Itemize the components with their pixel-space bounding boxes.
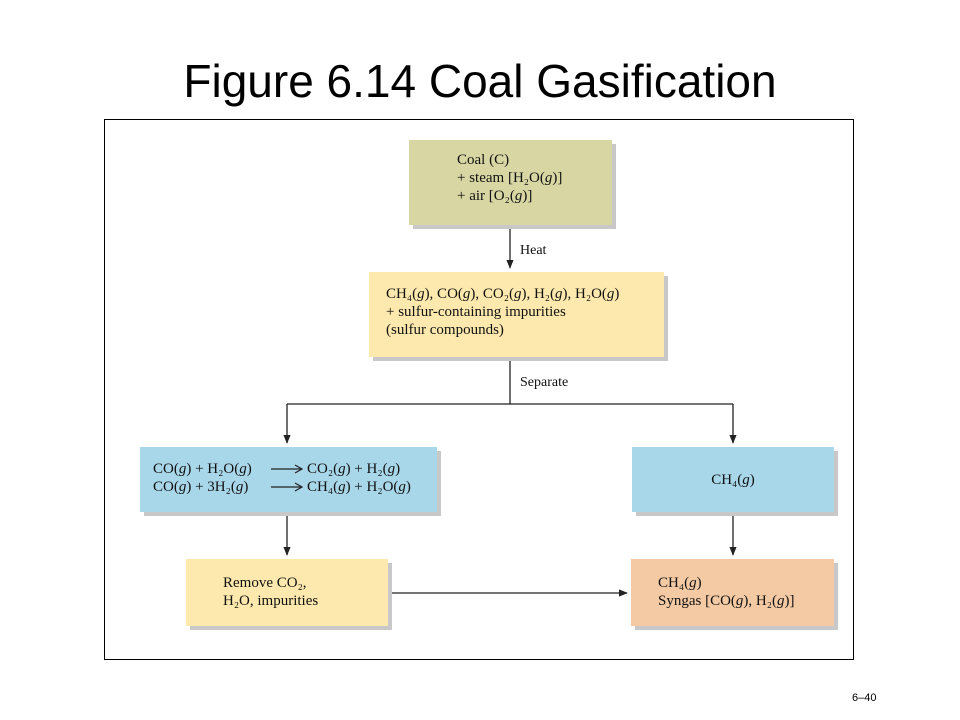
methane-line-1: CH₄(g) bbox=[711, 471, 755, 488]
remove-line-1: Remove CO₂, bbox=[223, 575, 307, 591]
syngas-line-2: Syngas [CO(g), H₂(g)] bbox=[658, 593, 795, 609]
products-line-1: CH₄(g), CO(g), CO₂(g), H₂(g), H₂O(g) bbox=[386, 286, 620, 302]
reaction-row-2: CO(g) + 3H₂(g) CH₄(g) + H₂O(g) bbox=[153, 478, 437, 496]
coal-input-box: Coal (C) + steam [H₂O(g)] + air [O₂(g)] bbox=[409, 140, 612, 225]
slide-title: Figure 6.14 Coal Gasification bbox=[183, 55, 777, 107]
syngas-box: CH₄(g) Syngas [CO(g), H₂(g)] bbox=[631, 559, 834, 626]
remove-line-2: H₂O, impurities bbox=[223, 593, 319, 609]
reaction-1-products: CO₂(g) + H₂(g) bbox=[307, 461, 401, 477]
reaction-2-products: CH₄(g) + H₂O(g) bbox=[307, 479, 411, 495]
methane-box: CH₄(g) bbox=[632, 447, 834, 512]
page-number: 6–40 bbox=[852, 692, 877, 704]
reaction-2-arrow-icon bbox=[271, 478, 307, 496]
reaction-1-reactants: CO(g) + H₂O(g) bbox=[153, 461, 252, 477]
coal-line-3: + air [O₂(g)] bbox=[457, 188, 533, 204]
shift-reactions-box: CO(g) + H₂O(g) CO₂(g) + H₂(g) CO(g) + 3H… bbox=[140, 447, 437, 512]
gas-products-box: CH₄(g), CO(g), CO₂(g), H₂(g), H₂O(g) + s… bbox=[369, 272, 664, 357]
syngas-line-1: CH₄(g) bbox=[658, 575, 702, 591]
coal-line-2: + steam [H₂O(g)] bbox=[457, 170, 563, 186]
reaction-2-reactants: CO(g) + 3H₂(g) bbox=[153, 479, 249, 495]
separate-label: Separate bbox=[520, 375, 569, 390]
remove-impurities-box: Remove CO₂, H₂O, impurities bbox=[186, 559, 388, 626]
heat-label: Heat bbox=[520, 243, 547, 258]
reaction-row-1: CO(g) + H₂O(g) CO₂(g) + H₂(g) bbox=[153, 460, 437, 478]
reaction-1-arrow-icon bbox=[271, 460, 307, 478]
products-line-3: (sulfur compounds) bbox=[386, 322, 504, 338]
coal-line-1: Coal (C) bbox=[457, 152, 510, 168]
products-line-2: + sulfur-containing impurities bbox=[386, 304, 566, 320]
